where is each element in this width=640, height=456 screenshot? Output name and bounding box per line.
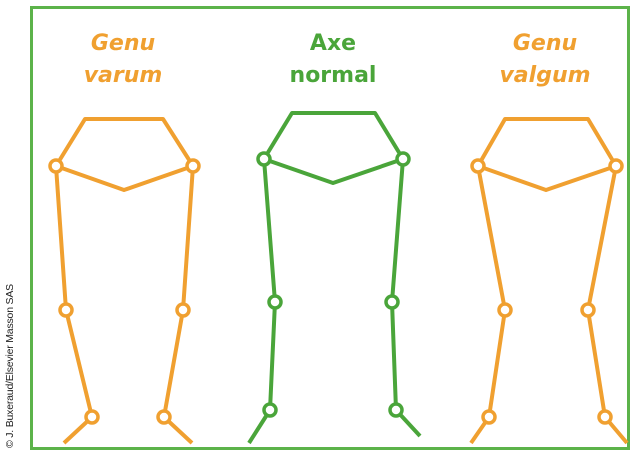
figure-genu-valgum: Genu valgum — [469, 31, 629, 445]
skeleton-axe-normal — [247, 111, 422, 445]
left-leg — [247, 158, 277, 445]
hip-joint-left — [470, 158, 486, 174]
hip-joint-left — [256, 151, 272, 167]
knee-joint-left — [497, 302, 513, 318]
figure-label-line2: valgum — [499, 63, 590, 88]
knee-joint-right — [580, 302, 596, 318]
pelvis-bottom — [263, 157, 404, 185]
skeleton-genu-valgum — [469, 117, 629, 445]
joints-genu-valgum — [470, 158, 624, 425]
hip-joint-right — [395, 151, 411, 167]
knee-joint-right — [384, 294, 400, 310]
ankle-joint-right — [156, 409, 172, 425]
hip-joint-right — [185, 158, 201, 174]
figure-genu-varum: Genu varum — [48, 31, 201, 445]
right-leg — [162, 165, 195, 445]
pelvis-bottom — [477, 164, 617, 192]
ankle-joint-right — [597, 409, 613, 425]
figure-axe-normal: Axe normal — [247, 31, 422, 445]
figure-label-line1: Axe — [310, 31, 356, 56]
pelvis-bottom — [55, 164, 194, 192]
ankle-joint-left — [84, 409, 100, 425]
figure-label-line1: Genu — [91, 31, 155, 56]
knee-joint-right — [175, 302, 191, 318]
figure-label-line1: Genu — [513, 31, 577, 56]
pelvis-top — [476, 117, 618, 168]
left-leg — [469, 165, 507, 445]
figure-label-line2: varum — [84, 63, 163, 88]
hip-joint-left — [48, 158, 64, 174]
knee-joint-left — [58, 302, 74, 318]
ankle-joint-right — [388, 402, 404, 418]
skeleton-genu-varum — [54, 117, 195, 445]
right-leg — [390, 158, 422, 438]
pelvis-top — [262, 111, 405, 161]
left-leg — [54, 165, 94, 445]
ankle-joint-left — [481, 409, 497, 425]
diagram-frame — [30, 6, 630, 450]
pelvis-top — [54, 117, 195, 168]
knee-joint-left — [267, 294, 283, 310]
ankle-joint-left — [262, 402, 278, 418]
right-leg — [586, 165, 629, 445]
figure-label-line2: normal — [290, 63, 377, 88]
joints-genu-varum — [48, 158, 201, 425]
hip-joint-right — [608, 158, 624, 174]
joints-axe-normal — [256, 151, 411, 418]
